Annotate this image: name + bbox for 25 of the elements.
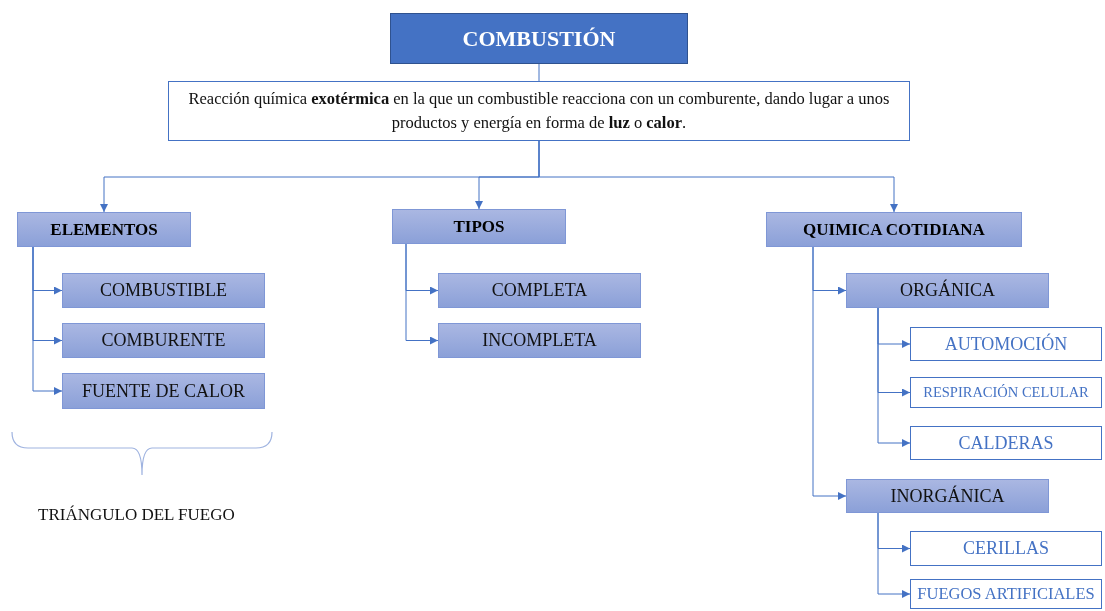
title-box: COMBUSTIÓN [390, 13, 688, 64]
arrow [877, 512, 911, 598]
concept-box: RESPIRACIÓN CELULAR [910, 377, 1102, 408]
concept-box: INCOMPLETA [438, 323, 641, 358]
concept-box: COMPLETA [438, 273, 641, 308]
arrow [812, 246, 847, 500]
group-label: TRIÁNGULO DEL FUEGO [38, 505, 235, 525]
concept-box: COMBUSTIBLE [62, 273, 265, 308]
concept-box: COMBURENTE [62, 323, 265, 358]
concept-box: QUIMICA COTIDIANA [766, 212, 1022, 247]
concept-box: CERILLAS [910, 531, 1102, 566]
definition-box: Reacción química exotérmica en la que un combustible reacciona con un comburente, dando lugar a unos productos y energía en forma de luz o calor. [168, 81, 910, 141]
arrow [538, 140, 898, 213]
concept-box: AUTOMOCIÓN [910, 327, 1102, 361]
concept-box: CALDERAS [910, 426, 1102, 460]
concept-box: ELEMENTOS [17, 212, 191, 247]
arrow [877, 307, 911, 447]
arrow [32, 246, 63, 395]
concept-box: FUENTE DE CALOR [62, 373, 265, 409]
concept-box: INORGÁNICA [846, 479, 1049, 513]
concept-box: TIPOS [392, 209, 566, 244]
concept-box: ORGÁNICA [846, 273, 1049, 308]
concept-box: FUEGOS ARTIFICIALES [910, 579, 1102, 609]
arrow [405, 243, 439, 345]
connector-line [538, 63, 540, 82]
